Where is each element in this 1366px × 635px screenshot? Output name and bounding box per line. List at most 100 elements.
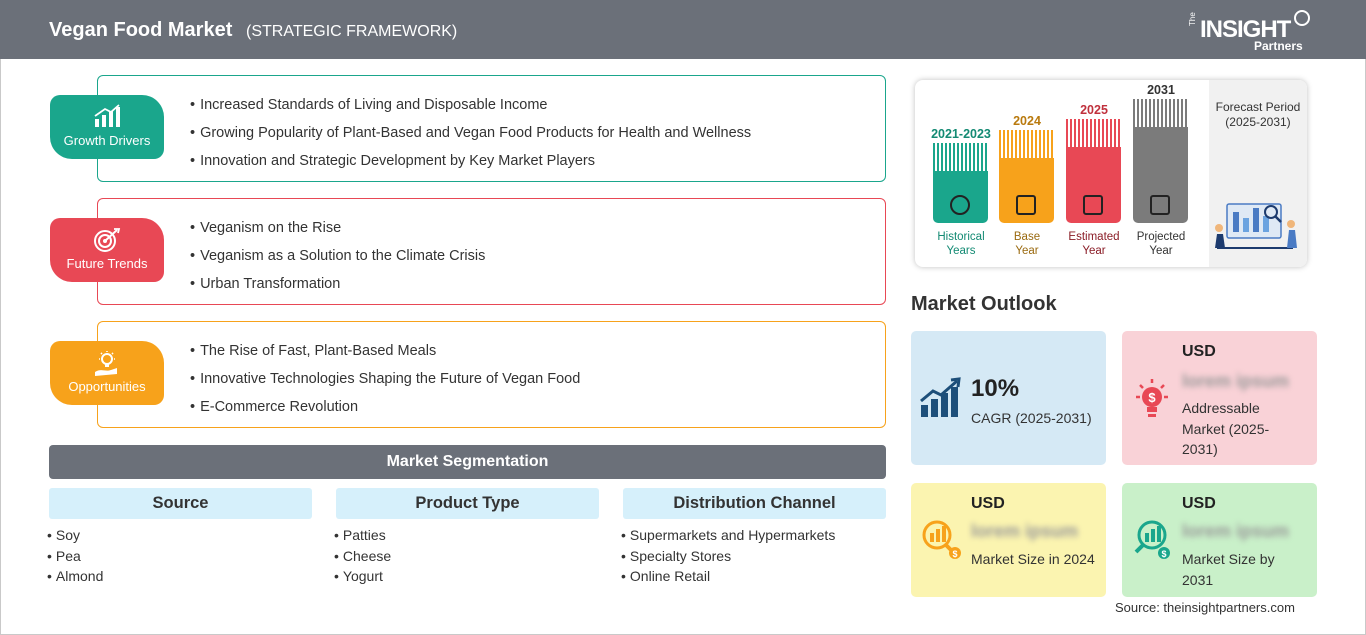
timeline-bar-label-line: Year — [1082, 245, 1106, 257]
growth-chart-icon — [94, 104, 120, 127]
list-item: Growing Popularity of Plant-Based and Ve… — [190, 124, 751, 152]
source-note[interactable]: Source: theinsightpartners.com — [1115, 600, 1295, 615]
analyst-desk-icon — [1215, 203, 1297, 249]
bar-stripes — [999, 130, 1054, 158]
logo-insight: INSIGHT — [1200, 16, 1291, 43]
idea-hand-icon — [95, 351, 117, 376]
growth-drivers-label: Growth Drivers — [63, 133, 151, 148]
svg-text:$: $ — [1161, 549, 1166, 559]
list-item: Online Retail — [621, 567, 835, 588]
list-item: Innovation and Strategic Development by … — [190, 152, 751, 180]
segment-list-distribution-channel: Supermarkets and Hypermarkets Specialty … — [621, 526, 835, 588]
logo-partners: Partners — [1254, 39, 1303, 53]
addressable-market-card: $ USD lorem ipsum Addressable Market (20… — [1122, 331, 1317, 465]
addressable-label: Addressable Market (2025-2031) — [1182, 400, 1270, 457]
list-item: Veganism on the Rise — [190, 219, 485, 247]
segment-list-source: Soy Pea Almond — [47, 526, 103, 588]
list-item: Almond — [47, 567, 103, 588]
list-item: Innovative Technologies Shaping the Futu… — [190, 370, 580, 398]
svg-text:$: $ — [952, 549, 957, 559]
logo-bulb-icon — [1294, 10, 1310, 26]
bar-icon — [1150, 195, 1170, 215]
logo-the: The — [1188, 12, 1197, 26]
future-trends-label: Future Trends — [66, 256, 148, 271]
list-item: Pea — [47, 547, 103, 568]
timeline-bar-label-line: Year — [1015, 245, 1039, 257]
market-size-2031-card: $ USD lorem ipsum Market Size by 2031 — [1122, 483, 1317, 597]
opportunities-list: The Rise of Fast, Plant-Based Meals Inno… — [190, 342, 580, 426]
segment-heading-distribution-channel: Distribution Channel — [623, 488, 886, 519]
future-trends-tag: Future Trends — [50, 218, 164, 282]
future-trends-list: Veganism on the Rise Veganism as a Solut… — [190, 219, 485, 303]
growth-drivers-box: Increased Standards of Living and Dispos… — [97, 75, 886, 182]
size-2024-label: Market Size in 2024 — [971, 551, 1095, 567]
timeline-bar — [999, 130, 1054, 223]
cagr-value: 10% — [971, 375, 1020, 402]
segment-heading-source: Source — [49, 488, 312, 519]
list-item: Cheese — [334, 547, 391, 568]
timeline-bar — [933, 143, 988, 223]
size-2031-usd: USD — [1182, 495, 1216, 512]
timeline-bar — [1133, 99, 1188, 223]
list-item: Specialty Stores — [621, 547, 835, 568]
forecast-period-label: Forecast Period (2025-2031) — [1215, 100, 1301, 129]
list-item: Increased Standards of Living and Dispos… — [190, 96, 751, 124]
segment-list-product-type: Patties Cheese Yogurt — [334, 526, 391, 588]
timeline-year: 2025 — [1080, 103, 1108, 117]
timeline-bar-label-line: Projected — [1136, 231, 1186, 243]
cagr-card: 10% CAGR (2025-2031) — [911, 331, 1106, 465]
bar-icon — [950, 195, 970, 215]
page-subtitle: (STRATEGIC FRAMEWORK) — [246, 23, 458, 40]
size-2024-usd: USD — [971, 495, 1005, 512]
opportunities-label: Opportunities — [68, 379, 146, 394]
bar-stripes — [1133, 99, 1188, 127]
size-2031-label: Market Size by 2031 — [1182, 551, 1275, 588]
market-outlook-title: Market Outlook — [911, 293, 1057, 315]
growth-chart-icon — [920, 377, 961, 417]
growth-drivers-list: Increased Standards of Living and Dispos… — [190, 96, 751, 180]
timeline-bar-label-line: Base — [1013, 231, 1041, 243]
market-segmentation-title: Market Segmentation — [49, 445, 886, 479]
bar-stripes — [1066, 119, 1121, 147]
segment-heading-product-type: Product Type — [336, 488, 599, 519]
market-size-2024-card: $ USD lorem ipsum Market Size in 2024 — [911, 483, 1106, 597]
forecast-period-panel: Forecast Period (2025-2031) — [1209, 80, 1307, 267]
page-header: Vegan Food Market (STRATEGIC FRAMEWORK) … — [0, 0, 1366, 59]
list-item: E-Commerce Revolution — [190, 398, 580, 426]
idea-bulb-icon: $ — [1136, 379, 1168, 417]
target-icon — [94, 228, 121, 252]
opportunities-box: The Rise of Fast, Plant-Based Meals Inno… — [97, 321, 886, 428]
list-item: The Rise of Fast, Plant-Based Meals — [190, 342, 580, 370]
size-2024-value: lorem ipsum — [971, 521, 1079, 541]
list-item: Veganism as a Solution to the Climate Cr… — [190, 247, 485, 275]
timeline-bar-label-line: Estimated — [1068, 231, 1120, 243]
future-trends-box: Veganism on the Rise Veganism as a Solut… — [97, 198, 886, 305]
opportunities-tag: Opportunities — [50, 341, 164, 405]
timeline-bar-label-line: Year — [1149, 245, 1173, 257]
page-title: Vegan Food Market — [49, 19, 233, 41]
growth-drivers-tag: Growth Drivers — [50, 95, 164, 159]
timeline-year: 2031 — [1147, 83, 1175, 97]
timeline-year: 2024 — [1013, 114, 1041, 128]
insight-partners-logo[interactable]: The INSIGHT Partners — [1188, 10, 1318, 54]
addressable-value: lorem ipsum — [1182, 371, 1290, 391]
svg-text:$: $ — [1148, 390, 1156, 405]
timeline-year: 2021-2023 — [931, 127, 991, 141]
list-item: Supermarkets and Hypermarkets — [621, 526, 835, 547]
timeline-bar — [1066, 119, 1121, 223]
bar-icon — [1083, 195, 1103, 215]
money-magnifier-icon: $ — [922, 520, 961, 559]
list-item: Soy — [47, 526, 103, 547]
money-magnifier-icon: $ — [1134, 520, 1170, 559]
timeline-bar-label-line: Historical — [937, 231, 985, 243]
timeline-bar-label-line: Years — [946, 245, 976, 257]
cagr-label: CAGR (2025-2031) — [971, 410, 1092, 426]
list-item: Urban Transformation — [190, 275, 485, 303]
list-item: Patties — [334, 526, 391, 547]
bar-stripes — [933, 143, 988, 171]
list-item: Yogurt — [334, 567, 391, 588]
